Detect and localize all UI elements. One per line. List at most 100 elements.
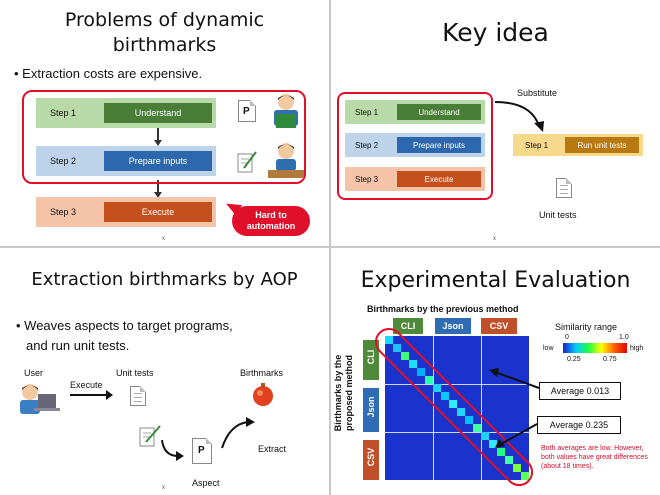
top-axis-title: Birthmarks by the previous method — [367, 304, 519, 314]
heatmap-group-line — [385, 432, 529, 433]
unit-test-doc-icon — [130, 386, 146, 406]
heatmap-diagonal-cell — [521, 472, 529, 480]
step-action: Understand — [104, 103, 212, 123]
slide-title: Experimental Evaluation — [360, 268, 631, 293]
execute-arrow-head — [106, 390, 113, 400]
extract-label: Extract — [258, 444, 287, 454]
arrow-head — [154, 192, 162, 198]
bullet-text: • Extraction costs are expensive. — [14, 66, 203, 81]
step-label: Step 1 — [50, 108, 77, 118]
doc-letter: P — [198, 445, 205, 456]
group-label-left: CLI — [363, 340, 379, 380]
step-action: Prepare inputs — [397, 137, 481, 153]
step-label: Step 3 — [50, 207, 77, 217]
step-action: Execute — [397, 171, 481, 187]
unit-tests-label: Unit tests — [539, 210, 577, 220]
left-axis-line-2: proposed method — [344, 355, 354, 431]
arrow-shaft — [157, 128, 159, 142]
legend-low: low — [543, 345, 554, 352]
step-label: Step 3 — [355, 174, 379, 184]
heatmap-group-line — [481, 336, 482, 480]
heatmap-diagonal-cell — [497, 448, 505, 456]
group-label-top: CLI — [393, 318, 423, 334]
step-2-row: Step 2 Prepare inputs — [36, 146, 216, 176]
heatmap-diagonal-cell — [473, 424, 481, 432]
heatmap-diagonal-cell — [393, 344, 401, 352]
legend-min: 0 — [565, 334, 569, 341]
birthmarks-label: Birthmarks — [240, 368, 284, 378]
execute-arrow-shaft — [70, 394, 106, 396]
doc-letter: P — [243, 106, 250, 117]
heatmap-diagonal-cell — [425, 376, 433, 384]
heatmap-diagonal-cell — [401, 352, 409, 360]
program-doc-icon: P — [238, 100, 256, 122]
heatmap-diagonal-cell — [417, 368, 425, 376]
slide-title: Problems of dynamic birthmarks — [0, 8, 329, 58]
heatmap-group-line — [385, 384, 529, 385]
weave-arrow — [161, 439, 184, 461]
step-label: Step 1 — [355, 107, 379, 117]
step-1-row: Step 1 Understand — [345, 100, 485, 124]
step-1-row: Step 1 Understand — [36, 98, 216, 128]
diagonal-highlight — [374, 327, 534, 487]
substitute-arrow — [494, 101, 544, 132]
heatmap-diagonal-cell — [481, 432, 489, 440]
step-label: Step 2 — [50, 156, 77, 166]
bullet-text: • Weaves aspects to target programs, and… — [16, 316, 233, 356]
user-laptop-icon — [20, 384, 60, 414]
execute-label: Execute — [70, 380, 103, 390]
slide-title: Key idea — [442, 18, 549, 47]
arrow-shaft — [157, 180, 159, 194]
arrow-head — [154, 140, 162, 146]
hard-to-automate-callout: Hard to automation — [232, 206, 310, 236]
step-label: Step 1 — [525, 140, 549, 150]
heatmap-group-line — [433, 336, 434, 480]
page-mark: x — [162, 485, 165, 491]
horizontal-divider — [0, 246, 660, 248]
heatmap-diagonal-cell — [409, 360, 417, 368]
heatmap-diagonal-cell — [385, 336, 393, 344]
legend-gradient — [563, 343, 627, 353]
legend-title: Similarity range — [555, 322, 618, 332]
bullet-line-2: and run unit tests. — [26, 338, 130, 353]
average-box-1: Average 0.013 — [539, 382, 621, 400]
step-action: Understand — [397, 104, 481, 120]
step-label: Step 2 — [355, 140, 379, 150]
step-action: Prepare inputs — [104, 151, 212, 171]
substitute-label: Substitute — [517, 88, 558, 98]
title-line-1: Problems of dynamic — [64, 9, 265, 31]
page-mark: x — [493, 236, 496, 242]
legend-tick-2: 0.75 — [603, 356, 617, 363]
group-label-left: CSV — [363, 440, 379, 480]
heatmap-diagonal-cell — [433, 384, 441, 392]
slide-aop: Extraction birthmarks by AOP • Weaves as… — [0, 248, 329, 495]
group-label-top: CSV — [481, 318, 517, 334]
left-axis-title: Birthmarks by the proposed method — [333, 328, 355, 458]
person-reading-icon — [274, 94, 298, 128]
highlight-box — [22, 90, 306, 184]
heatmap-diagonal-cell — [513, 464, 521, 472]
page-mark: x — [162, 236, 165, 242]
slide-title: Extraction birthmarks by AOP — [31, 269, 298, 290]
pen-paper-icon — [237, 151, 257, 173]
legend-max: 1.0 — [619, 334, 629, 341]
averages-note: Both averages are low. However, both val… — [541, 445, 648, 470]
heatmap-diagonal-cell — [505, 456, 513, 464]
unit-test-step-row: Step 1 Run unit tests — [513, 134, 643, 156]
step-3-row: Step 3 Execute — [345, 167, 485, 191]
birthmark-seal-icon — [253, 383, 273, 406]
extract-arrow — [221, 417, 255, 449]
legend-high: high — [630, 345, 644, 352]
title-line-2: birthmarks — [112, 34, 217, 56]
step-action: Run unit tests — [565, 137, 639, 153]
group-label-left: Json — [363, 388, 379, 432]
heatmap-diagonal-cell — [449, 400, 457, 408]
step-3-row: Step 3 Execute — [36, 197, 216, 227]
unit-tests-label: Unit tests — [116, 368, 154, 378]
slide-evaluation: Experimental Evaluation Birthmarks by th… — [331, 248, 660, 495]
pen-paper-icon — [139, 425, 161, 447]
heatmap-diagonal-cell — [465, 416, 473, 424]
average-box-2: Average 0.235 — [537, 416, 621, 434]
heatmap-diagonal-cell — [489, 440, 497, 448]
step-action: Execute — [104, 202, 212, 222]
